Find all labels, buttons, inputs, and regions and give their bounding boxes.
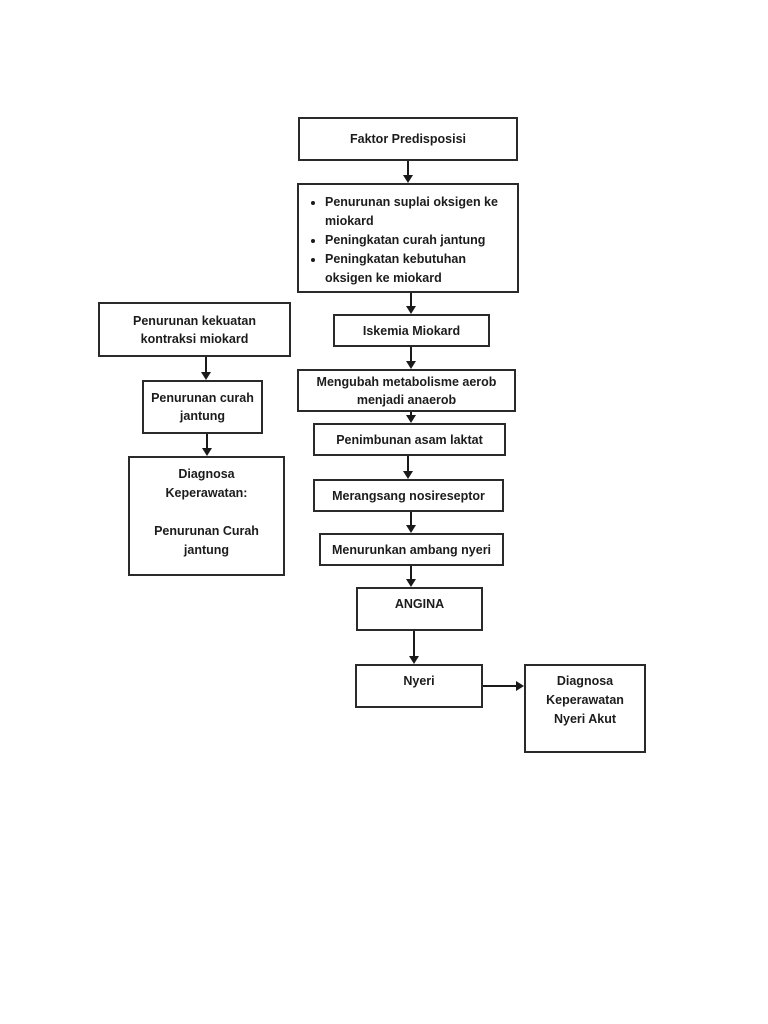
arrow-down-menurunkan-to-angina xyxy=(405,566,417,587)
list-item: Peningkatan kebutuhan oksigen ke miokard xyxy=(325,250,511,288)
arrow-head xyxy=(403,471,413,479)
arrow-head xyxy=(406,361,416,369)
list-item: Peningkatan curah jantung xyxy=(325,231,511,250)
box-faktor-predisposisi: Faktor Predisposisi xyxy=(298,117,518,161)
arrow-shaft xyxy=(205,357,207,374)
arrow-shaft xyxy=(206,434,208,450)
arrow-shaft xyxy=(410,512,412,527)
arrow-head xyxy=(516,681,524,691)
arrow-head xyxy=(201,372,211,380)
arrow-down-penyebab-to-iskemia xyxy=(405,293,417,314)
box-label: Penurunan kekuatan kontraksi miokard xyxy=(133,313,256,346)
arrow-head xyxy=(406,525,416,533)
penyebab-list: Penurunan suplai oksigen ke miokard Peni… xyxy=(307,193,511,288)
list-item: Penurunan suplai oksigen ke miokard xyxy=(325,193,511,231)
arrow-shaft xyxy=(483,685,518,687)
arrow-down-curah-to-diagnosa xyxy=(201,434,213,456)
box-label: Diagnosa Keperawatan Nyeri Akut xyxy=(546,674,624,726)
box-label: Menurunkan ambang nyeri xyxy=(331,542,492,557)
box-penurunan-kekuatan: Penurunan kekuatan kontraksi miokard xyxy=(98,302,291,357)
arrow-head xyxy=(406,306,416,314)
arrow-down-kekuatan-to-curah xyxy=(200,357,212,380)
arrow-down-merangsang-to-menurunkan xyxy=(405,512,417,533)
diagnosa-line-2: Penurunan Curah jantung xyxy=(154,524,259,557)
box-penyebab-list: Penurunan suplai oksigen ke miokard Peni… xyxy=(297,183,519,293)
box-penurunan-curah: Penurunan curah jantung xyxy=(142,380,263,434)
box-nyeri: Nyeri xyxy=(355,664,483,708)
box-menurunkan-ambang-nyeri: Menurunkan ambang nyeri xyxy=(319,533,504,566)
box-label: Merangsang nosireseptor xyxy=(332,488,485,503)
box-merangsang-nosireseptor: Merangsang nosireseptor xyxy=(313,479,504,512)
arrow-head xyxy=(406,415,416,423)
box-diagnosa-penurunan-curah: Diagnosa Keperawatan: Penurunan Curah ja… xyxy=(128,456,285,576)
box-label: Nyeri xyxy=(403,674,435,688)
box-diagnosa-nyeri-akut: Diagnosa Keperawatan Nyeri Akut xyxy=(524,664,646,753)
arrow-down-angina-to-nyeri xyxy=(408,631,420,664)
arrow-right-nyeri-to-diagnosa xyxy=(483,680,524,692)
box-label: Penurunan curah jantung xyxy=(151,391,254,423)
arrow-shaft xyxy=(413,631,415,658)
arrow-shaft xyxy=(410,566,412,581)
arrow-down-iskemia-to-mengubah xyxy=(405,347,417,369)
arrow-shaft xyxy=(407,161,409,177)
box-label: ANGINA xyxy=(394,597,445,611)
box-angina: ANGINA xyxy=(356,587,483,631)
arrow-head xyxy=(202,448,212,456)
box-penimbunan-asam-laktat: Penimbunan asam laktat xyxy=(313,423,506,456)
box-label: Penimbunan asam laktat xyxy=(336,432,483,447)
arrow-head xyxy=(403,175,413,183)
arrow-shaft xyxy=(407,456,409,473)
diagnosa-line-1: Diagnosa Keperawatan: xyxy=(165,467,248,500)
arrow-shaft xyxy=(410,293,412,308)
box-label: Mengubah metabolisme aerob menjadi anaer… xyxy=(316,374,497,407)
arrow-down-mengubah-to-penimbunan xyxy=(405,412,417,423)
arrow-down-penimbunan-to-merangsang xyxy=(402,456,414,479)
box-label: Iskemia Miokard xyxy=(362,323,461,338)
box-iskemia-miokard: Iskemia Miokard xyxy=(333,314,490,347)
arrow-head xyxy=(406,579,416,587)
box-label: Diagnosa Keperawatan: Penurunan Curah ja… xyxy=(136,465,277,560)
box-mengubah-metabolisme: Mengubah metabolisme aerob menjadi anaer… xyxy=(297,369,516,412)
arrow-shaft xyxy=(410,347,412,363)
arrow-down-faktor-to-penyebab xyxy=(402,161,414,183)
arrow-shaft xyxy=(410,412,412,417)
arrow-head xyxy=(409,656,419,664)
box-label: Faktor Predisposisi xyxy=(349,132,466,146)
